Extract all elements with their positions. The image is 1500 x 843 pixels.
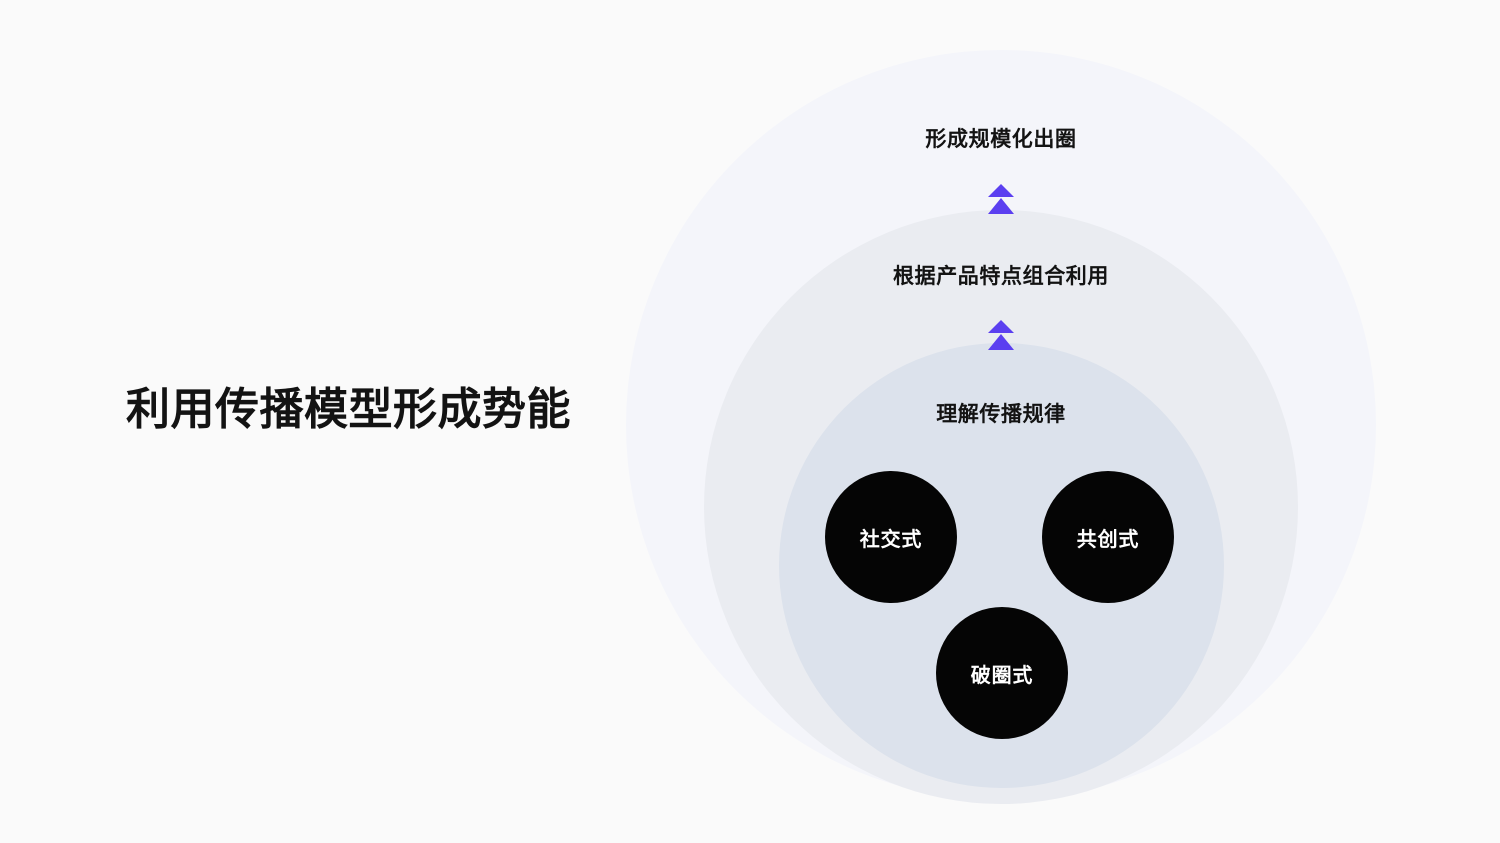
double-chevron-up-icon bbox=[988, 320, 1014, 352]
node-label-social: 社交式 bbox=[859, 528, 923, 551]
node-label-breakout: 破圈式 bbox=[970, 664, 1034, 687]
node-circle-cocreate[interactable]: 共创式 bbox=[1042, 471, 1174, 603]
ring-label-outer: 形成规模化出圈 bbox=[925, 128, 1077, 151]
ring-label-inner: 理解传播规律 bbox=[936, 403, 1066, 426]
node-label-cocreate: 共创式 bbox=[1076, 528, 1140, 551]
double-chevron-up-icon bbox=[988, 184, 1014, 216]
node-circle-social[interactable]: 社交式 bbox=[825, 471, 957, 603]
ring-label-middle: 根据产品特点组合利用 bbox=[893, 265, 1109, 288]
page-title: 利用传播模型形成势能 bbox=[126, 385, 571, 434]
node-circle-breakout[interactable]: 破圈式 bbox=[936, 607, 1068, 739]
